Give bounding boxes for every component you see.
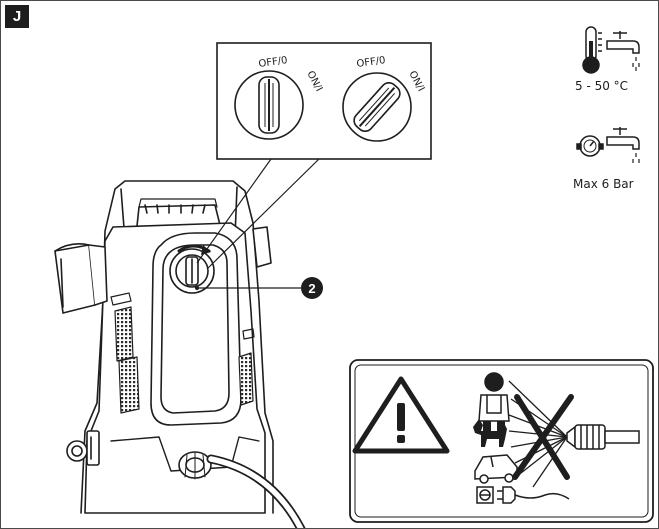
max-pressure-text: Max 6 Bar xyxy=(573,177,634,191)
leader-line xyxy=(206,158,320,270)
knob-off-label: OFF/0 xyxy=(356,55,386,70)
warning-triangle-icon xyxy=(352,376,450,454)
section-label-badge: J xyxy=(5,5,29,28)
nozzle-icon xyxy=(566,424,640,450)
knob-on-position xyxy=(342,72,412,142)
vehicle-icon xyxy=(474,454,518,484)
animal-icon xyxy=(473,419,507,447)
pressure-washer-illustration xyxy=(54,180,306,528)
knob-detail-inset: OFF/0 ON/I OFF/0 ON/I xyxy=(196,42,432,270)
knob-off-position xyxy=(234,70,304,140)
callout-circle xyxy=(301,277,323,299)
socket-icon xyxy=(476,486,494,504)
knob-off-label: OFF/0 xyxy=(258,55,288,70)
warning-panel xyxy=(349,359,654,523)
person-icon xyxy=(478,372,510,435)
callout-2: 2 xyxy=(195,277,323,299)
water-tap-icon xyxy=(606,127,640,163)
electrical-plug-icon xyxy=(497,486,570,504)
pressure-gauge-icon xyxy=(576,135,604,157)
leader-line xyxy=(196,158,272,264)
prohibited-cross-icon xyxy=(512,394,574,480)
callout-number: 2 xyxy=(308,281,315,296)
thermometer-icon xyxy=(582,26,602,74)
temperature-range-text: 5 - 50 °C xyxy=(575,79,629,93)
water-tap-icon xyxy=(606,31,640,71)
